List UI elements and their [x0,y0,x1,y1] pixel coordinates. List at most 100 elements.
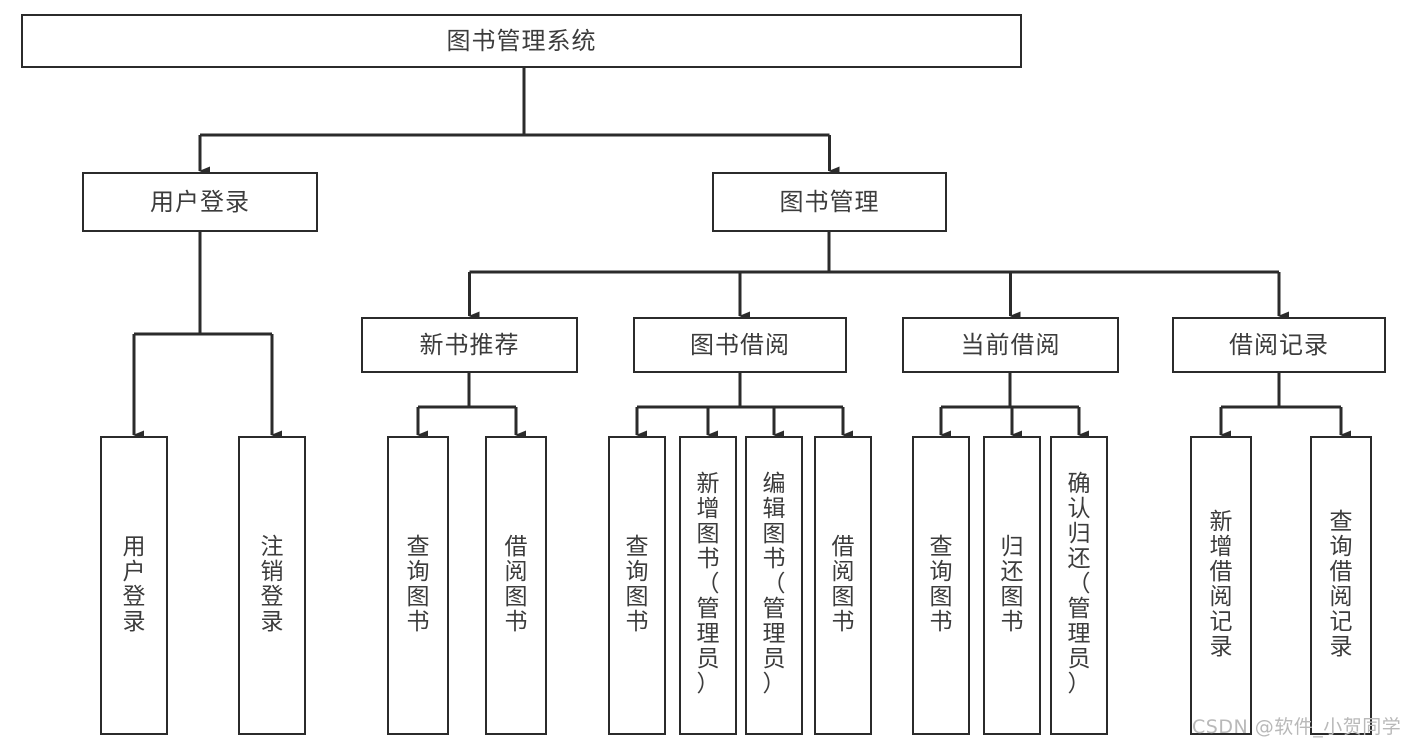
label-char: ） [1067,671,1091,697]
label-char: 理 [696,621,720,647]
node-label: 新增图书（管理员） [696,471,720,698]
label-char: 员 [762,646,786,672]
label-char: 借 [1329,558,1353,585]
node-leaf-borrow-book-recommend[interactable]: 借阅图书 [485,436,547,735]
label-char: 询 [929,558,953,585]
node-leaf-confirm-return[interactable]: 确认归还（管理员） [1050,436,1108,735]
label-char: 记 [1329,608,1353,635]
label-char: 查 [406,533,430,560]
label-char: 书 [625,608,649,635]
label-char: 借 [1209,558,1233,585]
label-char: 确 [1067,471,1091,497]
label-char: 员 [1067,646,1091,672]
label-char: 书 [929,608,953,635]
label-char: 录 [122,608,146,635]
node-label: 用户登录 [150,187,250,216]
label-char: 阅 [1209,583,1233,610]
label-char: 记 [1209,608,1233,635]
label-char: 询 [406,558,430,585]
node-user-login[interactable]: 用户登录 [82,172,318,232]
node-label: 图书管理 [779,187,880,216]
node-leaf-query-book-current[interactable]: 查询图书 [912,436,970,735]
label-char: 注 [260,533,284,560]
label-char: 户 [122,558,146,585]
label-char: 借 [504,533,528,560]
label-char: 书 [504,608,528,635]
label-char: 书 [406,608,430,635]
label-char: 理 [762,621,786,647]
node-leaf-user-login[interactable]: 用户登录 [100,436,168,735]
label-char: 还 [1000,558,1024,585]
label-char: 录 [1329,633,1353,660]
label-char: 归 [1067,521,1091,547]
node-label: 确认归还（管理员） [1067,471,1091,698]
label-char: 书 [831,608,855,635]
label-char: 销 [260,558,284,585]
label-char: 阅 [504,558,528,585]
label-char: 编 [762,471,786,497]
label-char: 辑 [762,496,786,522]
node-label: 归还图书 [1000,533,1024,636]
node-leaf-add-book[interactable]: 新增图书（管理员） [679,436,737,735]
node-label: 图书借阅 [690,330,790,359]
node-leaf-edit-book[interactable]: 编辑图书（管理员） [745,436,803,735]
label-char: （ [696,571,720,597]
node-label: 借阅图书 [504,533,528,636]
node-leaf-query-book-recommend[interactable]: 查询图书 [387,436,449,735]
node-leaf-add-borrow-record[interactable]: 新增借阅记录 [1190,436,1252,735]
label-char: 图 [1000,583,1024,610]
node-root[interactable]: 图书管理系统 [21,14,1022,68]
edge-layer [132,68,1351,440]
node-current-borrow[interactable]: 当前借阅 [902,317,1119,373]
label-char: 图 [696,521,720,547]
node-book-borrow[interactable]: 图书借阅 [633,317,847,373]
label-char: 理 [1067,621,1091,647]
node-label: 借阅图书 [831,533,855,636]
label-char: 阅 [1329,583,1353,610]
label-char: 归 [1000,533,1024,560]
label-char: 询 [625,558,649,585]
node-leaf-query-book-borrow[interactable]: 查询图书 [608,436,666,735]
node-label: 用户登录 [122,533,146,636]
label-char: 录 [260,608,284,635]
node-label: 借阅记录 [1229,330,1329,359]
label-char: 查 [1329,508,1353,535]
node-label: 注销登录 [260,533,284,636]
label-char: 借 [831,533,855,560]
label-char: 查 [625,533,649,560]
node-label: 图书管理系统 [446,26,597,55]
label-char: 新 [696,471,720,497]
label-char: 书 [762,546,786,572]
node-label: 查询图书 [625,533,649,636]
node-leaf-query-borrow-record[interactable]: 查询借阅记录 [1310,436,1372,735]
label-char: 新 [1209,508,1233,535]
label-char: 用 [122,533,146,560]
label-char: 查 [929,533,953,560]
label-char: 图 [762,521,786,547]
node-label: 新增借阅记录 [1209,508,1233,661]
node-label: 新书推荐 [419,330,520,359]
label-char: 管 [762,596,786,622]
node-leaf-logout[interactable]: 注销登录 [238,436,306,735]
label-char: 员 [696,646,720,672]
label-char: 还 [1067,546,1091,572]
label-char: 书 [696,546,720,572]
label-char: 登 [122,583,146,610]
node-leaf-return-book[interactable]: 归还图书 [983,436,1041,735]
node-book-management[interactable]: 图书管理 [712,172,947,232]
label-char: 阅 [831,558,855,585]
label-char: 录 [1209,633,1233,660]
node-leaf-borrow-book[interactable]: 借阅图书 [814,436,872,735]
label-char: 书 [1000,608,1024,635]
label-char: 图 [831,583,855,610]
label-char: 登 [260,583,284,610]
node-label: 查询图书 [929,533,953,636]
label-char: 图 [625,583,649,610]
node-borrow-record[interactable]: 借阅记录 [1172,317,1386,373]
label-char: ） [696,671,720,697]
node-label: 查询图书 [406,533,430,636]
label-char: 增 [696,496,720,522]
node-new-book-recommend[interactable]: 新书推荐 [361,317,578,373]
watermark-label: CSDN @软件_小贺同学 [1192,716,1402,738]
